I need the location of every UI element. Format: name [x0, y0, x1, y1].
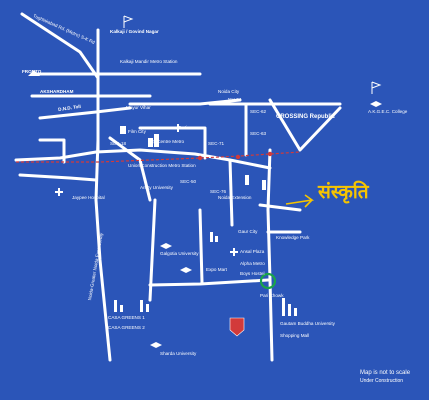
label-noida-extension: Noida Extension — [218, 195, 252, 200]
hospital-icon — [230, 251, 238, 253]
label-jaypee: Jaypee Hospital — [72, 195, 105, 200]
metro-station-marker — [197, 155, 203, 161]
school-cap-icon — [150, 342, 162, 348]
label-alpha: Alpha Metro — [240, 261, 265, 266]
road-west — [18, 173, 98, 182]
label-fronto: FRONTO — [22, 69, 42, 74]
building-icon — [120, 126, 126, 134]
school-cap-icon — [370, 101, 382, 107]
road-crossing — [268, 98, 342, 152]
road-film-city — [108, 136, 152, 202]
building-icon — [288, 304, 291, 316]
project-logo: संस्कृति — [318, 181, 369, 203]
building-icon — [140, 300, 143, 312]
label-sec71: SEC-71 — [208, 141, 225, 146]
building-icon — [215, 236, 218, 242]
flag-icon — [371, 81, 382, 94]
road-sec76 — [228, 158, 234, 227]
shield-icon — [229, 317, 245, 337]
metro-line — [16, 151, 301, 163]
road-dnd — [38, 106, 132, 120]
label-city-center: City Centre Metro — [148, 139, 184, 144]
road-mayur — [128, 98, 242, 106]
label-fortis: Fortis — [178, 125, 190, 130]
label-akshardham: AKSHARDHAM — [40, 89, 74, 94]
hospital-icon — [55, 191, 63, 193]
label-sec76: SEC-76 — [210, 189, 227, 194]
road-alpha — [198, 208, 204, 284]
label-akgec: A.K.G.E.C. College — [368, 109, 408, 114]
label-metro-station: Kalkaji Mandir Metro Station — [120, 59, 178, 64]
building-icon — [148, 138, 153, 147]
road-west-2 — [38, 138, 66, 164]
building-icon — [154, 134, 159, 147]
label-sec63: SEC-63 — [250, 131, 267, 136]
label-shopping-mall: Shopping Mall — [280, 333, 310, 338]
school-cap-icon — [180, 267, 192, 273]
label-mayur-vihar: Mayur Vihar — [126, 105, 151, 110]
label-casa: CASA GREENS 1 — [108, 315, 145, 320]
school-cap-icon — [160, 243, 172, 249]
metro-station-marker — [267, 151, 273, 157]
label-nh24: NH-24 — [228, 97, 242, 102]
road-noida-ext — [266, 148, 272, 212]
pari-chowk-roundabout — [259, 272, 277, 290]
label-boys-hostel: Boys Hostel — [240, 271, 265, 276]
building-icon — [114, 300, 117, 312]
map-note-construction: Under Construction — [360, 378, 404, 384]
label-kalkaji: Kalkaji / Govind Nagar — [110, 29, 159, 34]
label-crossing-republic: CROSSING Republic — [276, 114, 336, 120]
hospital-icon — [174, 127, 182, 129]
project-arrow — [285, 194, 315, 208]
road-sec18 — [138, 126, 207, 160]
label-knowledge-park: Knowledge Park — [276, 235, 310, 240]
road-pari-lower — [148, 278, 270, 287]
building-icon — [28, 70, 40, 76]
label-casa2: CASA GREENS 2 — [108, 325, 145, 330]
road-ext-branch — [258, 203, 302, 212]
building-icon — [294, 308, 297, 316]
building-icon — [210, 232, 213, 242]
label-gautam: Gautam Buddha University — [280, 321, 335, 326]
label-sec18: SEC-18 — [110, 141, 127, 146]
label-sharda: Sharda University — [160, 351, 197, 356]
building-icon — [146, 304, 149, 312]
road-secondary — [148, 198, 157, 302]
building-icon — [282, 298, 285, 316]
label-sec50: SEC-50 — [180, 179, 197, 184]
building-icon — [245, 175, 249, 185]
label-galgotia: Galgotia University — [160, 251, 199, 256]
map-note-scale: Map is not to scale — [360, 370, 411, 376]
metro-station-marker — [235, 154, 241, 160]
label-gaur-city: Gaur City — [238, 229, 258, 234]
label-noida-city: Noida City — [218, 89, 240, 94]
label-ansal: Ansal Plaza — [240, 249, 265, 254]
label-expo-mart: Expo Mart — [206, 267, 227, 272]
label-sec62: SEC-62 — [250, 109, 267, 114]
road-tughlakabad — [20, 12, 100, 80]
label-amity: Amity University — [140, 185, 173, 190]
label-pari-chowk: Pari Chowk — [260, 293, 284, 298]
building-icon — [120, 305, 123, 312]
building-icon — [262, 180, 266, 190]
flag-icon — [123, 15, 134, 28]
label-metro-line: Union Construction Metro Station — [128, 163, 196, 168]
label-film-city: Film City — [128, 129, 146, 134]
